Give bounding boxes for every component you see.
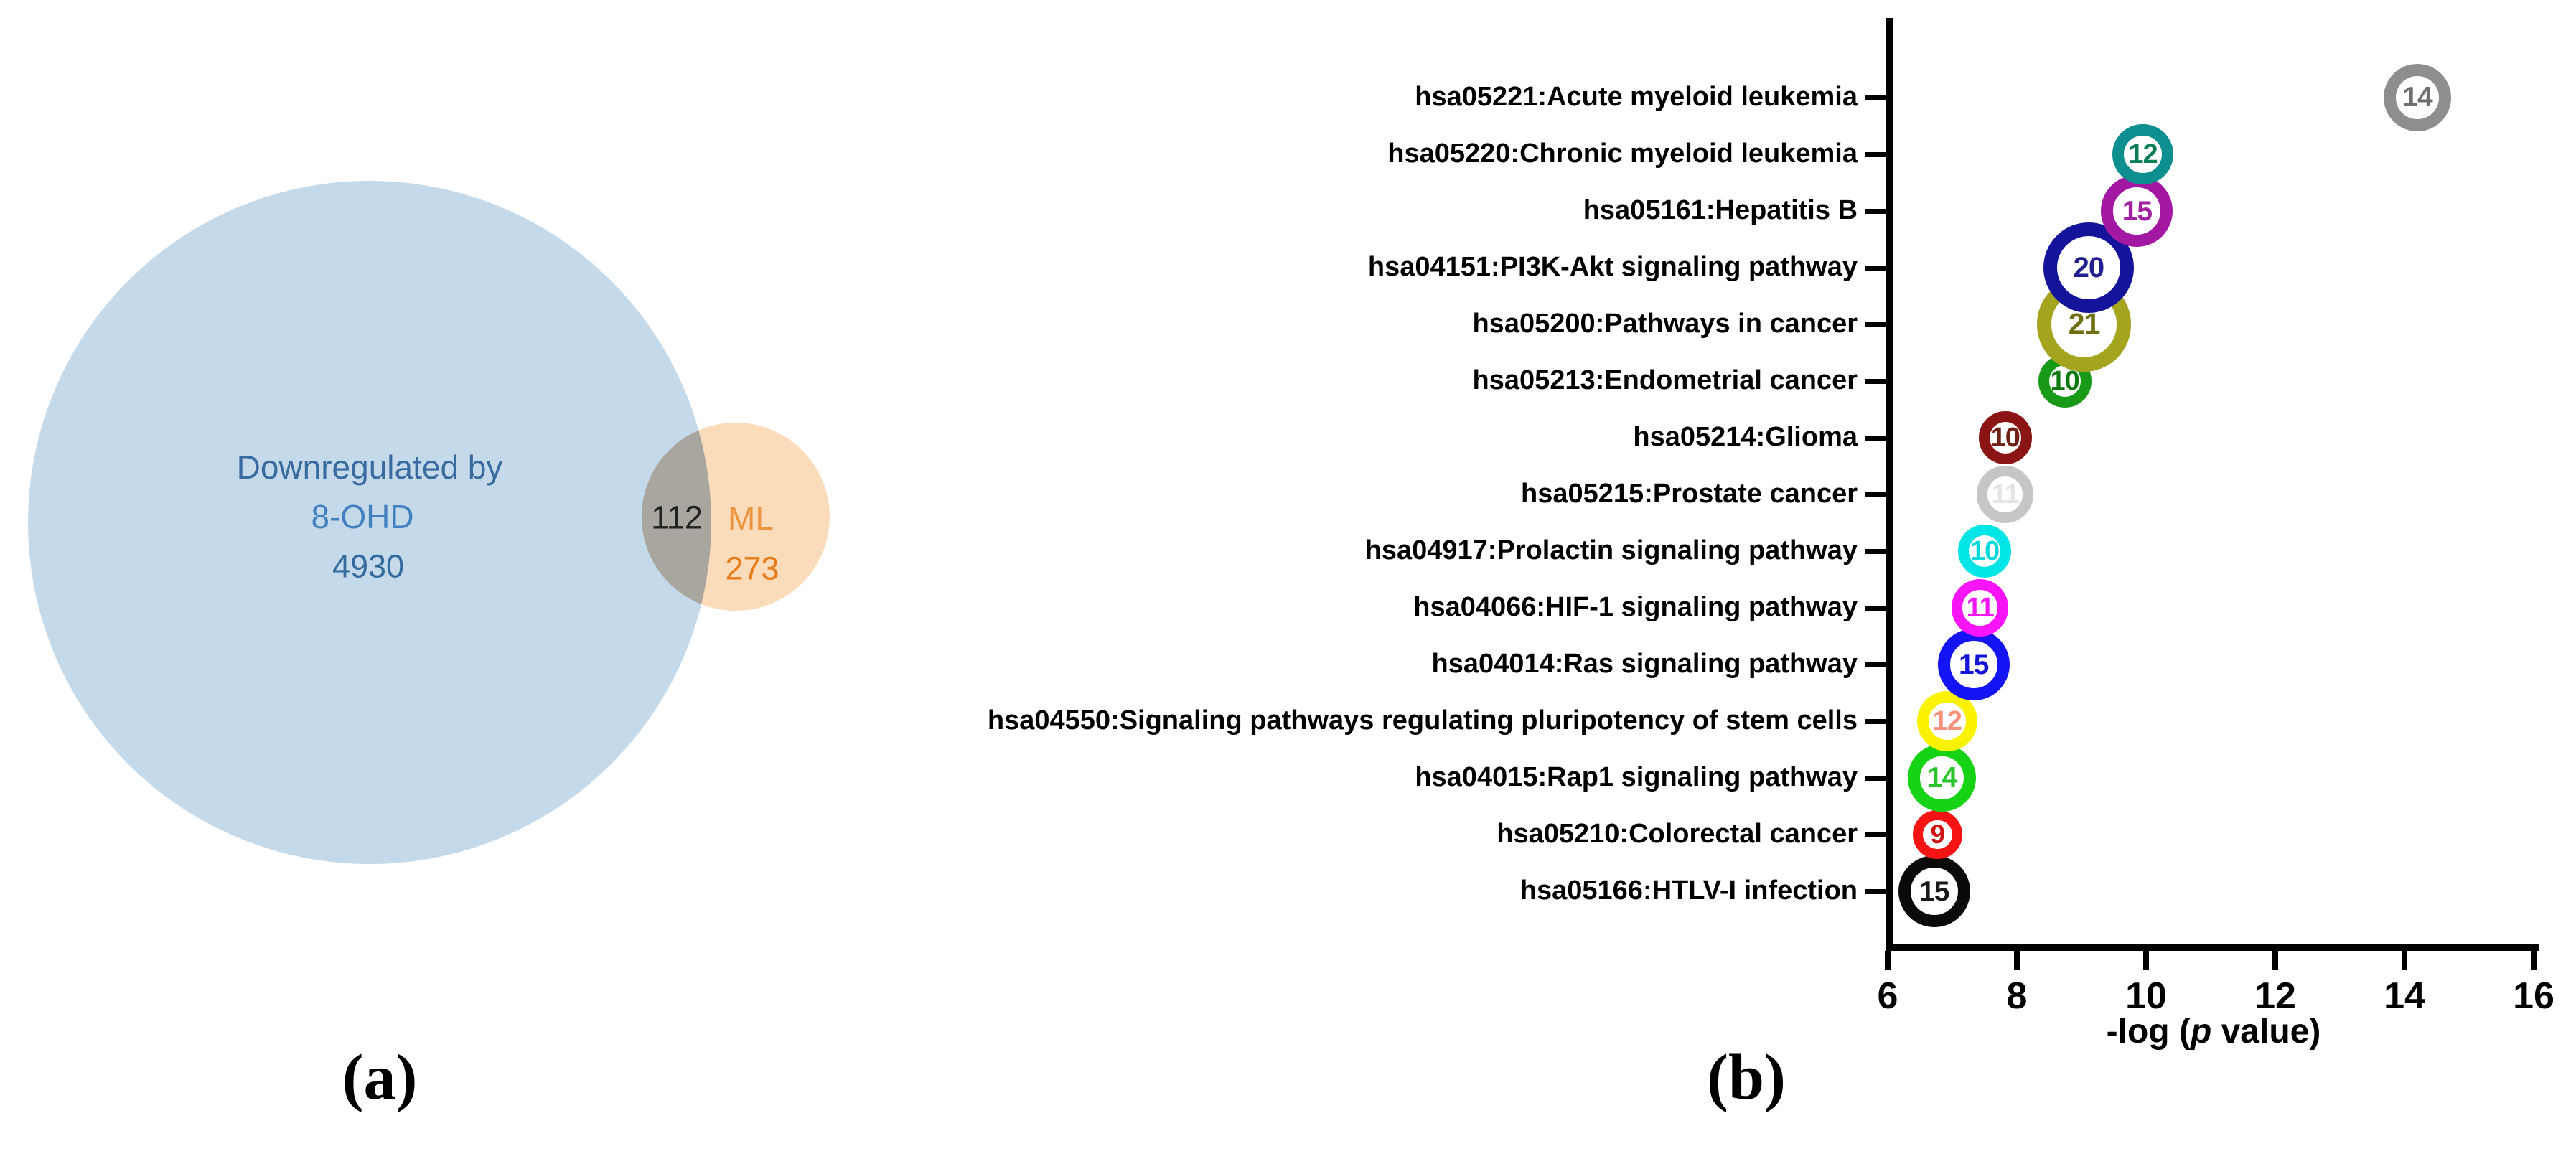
venn-overlap-lens — [641, 430, 711, 604]
y-axis-tick — [1865, 435, 1886, 441]
row-label-hsa04015: hsa04015:Rap1 signaling pathway — [1415, 762, 1858, 793]
y-axis-tick — [1865, 378, 1886, 384]
x-axis-tick — [2402, 951, 2407, 970]
row-label-hsa04151: hsa04151:PI3K-Akt signaling pathway — [1367, 252, 1858, 283]
bubble-count: 11 — [1966, 592, 1995, 623]
row-label-hsa05210: hsa05210:Colorectal cancer — [1497, 819, 1858, 850]
x-tick-label-6: 6 — [1877, 975, 1898, 1017]
x-axis-title: -log (p value) — [2107, 1015, 2321, 1049]
x-tick-label-8: 8 — [2006, 975, 2028, 1017]
bubble-hsa04550: 12 — [1916, 690, 1977, 752]
venn-overlap-count: 112 — [651, 499, 703, 536]
row-label-hsa04550: hsa04550:Signaling pathways regulating p… — [987, 705, 1858, 736]
x-axis-spine — [1886, 944, 2539, 951]
row-label-hsa04917: hsa04917:Prolactin signaling pathway — [1364, 535, 1858, 566]
x-axis-tick — [2272, 951, 2278, 970]
venn-circle-downregulated — [28, 181, 711, 864]
row-label-hsa04066: hsa04066:HIF-1 signaling pathway — [1413, 592, 1858, 623]
y-axis-tick — [1865, 548, 1886, 554]
bubble-hsa05215: 11 — [1977, 466, 2034, 523]
x-tick-label-10: 10 — [2125, 975, 2167, 1017]
bubble-count: 11 — [1991, 479, 2020, 510]
bubble-hsa04066: 11 — [1952, 579, 2009, 637]
x-axis-title-part: value) — [2211, 1013, 2321, 1051]
bubble-count: 10 — [2050, 366, 2079, 396]
y-axis-tick — [1865, 605, 1886, 611]
bubble-count: 20 — [2073, 252, 2104, 283]
x-axis-tick — [2531, 951, 2537, 970]
row-label-hsa05161: hsa05161:Hepatitis B — [1583, 195, 1858, 226]
y-axis-tick — [1865, 151, 1886, 157]
bubble-count: 14 — [1926, 762, 1957, 794]
panel-b-label: (b) — [1707, 1042, 1786, 1113]
venn-seta-count: 4930 — [332, 548, 405, 585]
y-axis-tick — [1865, 775, 1886, 781]
panel-a-label: (a) — [342, 1042, 418, 1113]
bubble-count: 10 — [1990, 423, 2020, 453]
x-axis-tick — [1885, 951, 1891, 970]
row-label-hsa05220: hsa05220:Chronic myeloid leukemia — [1387, 139, 1858, 169]
venn-diagram — [28, 181, 830, 864]
row-label-hsa05214: hsa05214:Glioma — [1633, 422, 1858, 453]
y-axis-tick — [1865, 492, 1886, 497]
bubble-count: 15 — [1919, 875, 1949, 907]
row-label-hsa05166: hsa05166:HTLV-I infection — [1519, 875, 1858, 906]
venn-seta-line2: 8-OHD — [311, 498, 414, 535]
row-label-hsa05200: hsa05200:Pathways in cancer — [1472, 309, 1858, 339]
y-axis-tick — [1865, 208, 1886, 214]
venn-setb-count: 273 — [725, 550, 779, 587]
row-label-hsa04014: hsa04014:Ras signaling pathway — [1431, 649, 1858, 680]
y-axis-tick — [1865, 888, 1886, 894]
x-tick-label-12: 12 — [2254, 975, 2296, 1017]
bubble-hsa05214: 10 — [1978, 411, 2032, 464]
bubble-hsa04917: 10 — [1958, 525, 2011, 578]
y-axis-tick — [1865, 662, 1886, 667]
y-axis-spine — [1886, 18, 1893, 951]
bubble-count: 15 — [2122, 195, 2153, 227]
y-axis-tick — [1865, 832, 1886, 837]
venn-setb-label: ML — [728, 499, 774, 537]
bubble-count: 21 — [2068, 307, 2101, 341]
y-axis-tick — [1865, 321, 1886, 327]
x-axis-tick — [2143, 951, 2149, 970]
x-tick-label-14: 14 — [2384, 975, 2425, 1017]
x-axis-tick — [2014, 951, 2020, 970]
y-axis-tick — [1865, 265, 1886, 271]
row-label-hsa05215: hsa05215:Prostate cancer — [1521, 479, 1858, 510]
bubble-count: 12 — [1932, 705, 1962, 736]
bubble-hsa05221: 14 — [2383, 63, 2452, 132]
row-label-hsa05221: hsa05221:Acute myeloid leukemia — [1415, 82, 1858, 113]
y-axis-tick — [1865, 95, 1886, 100]
bubble-count: 9 — [1930, 820, 1946, 850]
bubble-hsa05161: 15 — [2101, 175, 2173, 247]
y-axis-tick — [1865, 718, 1886, 724]
x-axis-title-part: p — [2190, 1013, 2212, 1051]
bubble-count: 14 — [2402, 82, 2432, 113]
bubble-count: 10 — [1970, 536, 2000, 566]
x-tick-label-16: 16 — [2513, 975, 2554, 1017]
x-axis-title-part: -log ( — [2106, 1013, 2191, 1051]
bubble-hsa04014: 15 — [1937, 629, 2010, 700]
bubble-count: 12 — [2128, 139, 2158, 169]
bubble-hsa05220: 12 — [2112, 123, 2173, 185]
bubble-hsa05210: 9 — [1912, 809, 1962, 860]
bubble-count: 15 — [1958, 649, 1989, 680]
venn-seta-line1: Downregulated by — [236, 449, 503, 486]
bubble-hsa04015: 14 — [1908, 743, 1976, 812]
row-label-hsa05213: hsa05213:Endometrial cancer — [1472, 365, 1858, 396]
bubble-hsa05166: 15 — [1898, 855, 1970, 927]
